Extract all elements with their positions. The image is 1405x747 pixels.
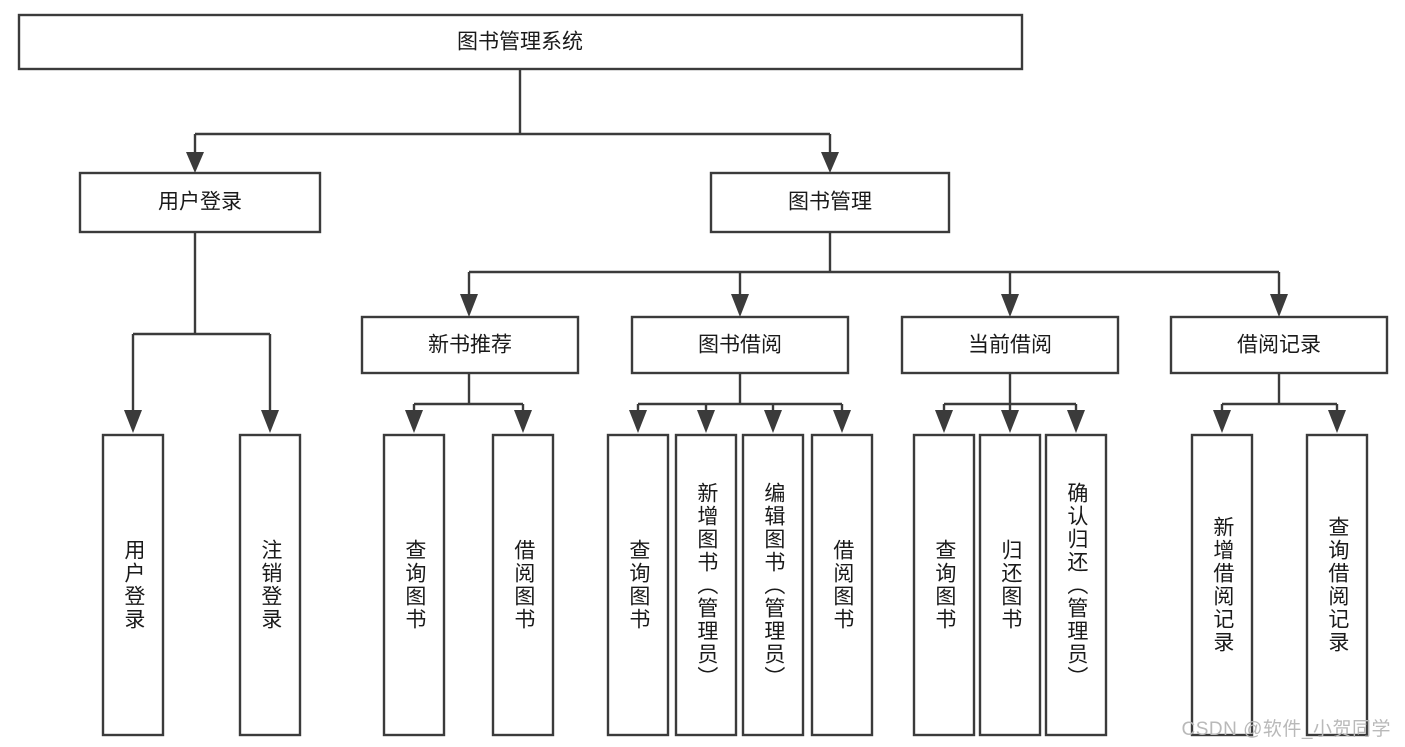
- arrow-currentborrow-leaf-1: [935, 410, 953, 433]
- node-new-book-recommend-label: 新书推荐: [428, 334, 512, 357]
- arrow-borrowrecord-leaf-1: [1213, 410, 1231, 433]
- arrow-to-current-borrow: [1001, 294, 1019, 317]
- node-book-borrow-box[interactable]: [630, 315, 850, 375]
- arrow-bookborrow-leaf-1: [629, 410, 647, 433]
- node-current-borrow[interactable]: 当前借阅: [900, 315, 1120, 375]
- node-current-borrow-box[interactable]: [900, 315, 1120, 375]
- leaf-box-new-book-1[interactable]: [382, 433, 446, 737]
- node-book-manage-box[interactable]: [709, 171, 951, 234]
- arrow-to-book-borrow: [731, 294, 749, 317]
- leaf-box-book-borrow-4[interactable]: [810, 433, 874, 737]
- csdn-watermark: CSDN @软件_小贺同学: [1181, 719, 1391, 740]
- node-root-box[interactable]: [17, 13, 1024, 71]
- leaf-box-new-book-2[interactable]: [491, 433, 555, 737]
- node-borrow-record[interactable]: 借阅记录: [1169, 315, 1389, 375]
- edges-group: [124, 69, 1346, 433]
- arrow-root-to-user-login: [186, 152, 204, 173]
- node-borrow-record-label: 借阅记录: [1237, 334, 1321, 357]
- arrow-currentborrow-leaf-2: [1001, 410, 1019, 433]
- leaf-box-user-login-2[interactable]: [238, 433, 302, 737]
- arrow-bookborrow-leaf-3: [764, 410, 782, 433]
- node-book-borrow[interactable]: 图书借阅: [630, 315, 850, 375]
- arrow-newbook-leaf-2: [514, 410, 532, 433]
- leaf-box-user-login-1[interactable]: [101, 433, 165, 737]
- node-new-book-recommend-box[interactable]: [360, 315, 580, 375]
- leaf-box-book-borrow-3[interactable]: [741, 433, 805, 737]
- arrow-userlogin-leaf-1: [124, 410, 142, 433]
- leaf-box-book-borrow-1[interactable]: [606, 433, 670, 737]
- arrow-root-to-book-manage: [821, 152, 839, 173]
- node-book-manage[interactable]: 图书管理: [709, 171, 951, 234]
- node-current-borrow-label: 当前借阅: [968, 334, 1052, 357]
- arrow-borrowrecord-leaf-2: [1328, 410, 1346, 433]
- node-user-login-box[interactable]: [78, 171, 322, 234]
- arrow-to-borrow-record: [1270, 294, 1288, 317]
- leaf-box-borrow-record-2[interactable]: [1305, 433, 1369, 737]
- leaf-box-book-borrow-2[interactable]: [674, 433, 738, 737]
- node-root-label: 图书管理系统: [457, 31, 583, 54]
- leaf-box-current-borrow-3[interactable]: [1044, 433, 1108, 737]
- arrow-userlogin-leaf-2: [261, 410, 279, 433]
- node-new-book-recommend[interactable]: 新书推荐: [360, 315, 580, 375]
- node-user-login-label: 用户登录: [158, 191, 242, 214]
- leaf-boxes-group: [101, 433, 1369, 737]
- node-user-login[interactable]: 用户登录: [78, 171, 322, 234]
- arrow-to-new-book-recommend: [460, 294, 478, 317]
- arrow-newbook-leaf-1: [405, 410, 423, 433]
- leaf-box-current-borrow-1[interactable]: [912, 433, 976, 737]
- arrow-bookborrow-leaf-4: [833, 410, 851, 433]
- node-borrow-record-box[interactable]: [1169, 315, 1389, 375]
- node-book-manage-label: 图书管理: [788, 191, 872, 214]
- node-book-borrow-label: 图书借阅: [698, 334, 782, 357]
- arrow-currentborrow-leaf-3: [1067, 410, 1085, 433]
- node-root[interactable]: 图书管理系统: [17, 13, 1024, 71]
- leaf-box-current-borrow-2[interactable]: [978, 433, 1042, 737]
- arrow-bookborrow-leaf-2: [697, 410, 715, 433]
- leaf-box-borrow-record-1[interactable]: [1190, 433, 1254, 737]
